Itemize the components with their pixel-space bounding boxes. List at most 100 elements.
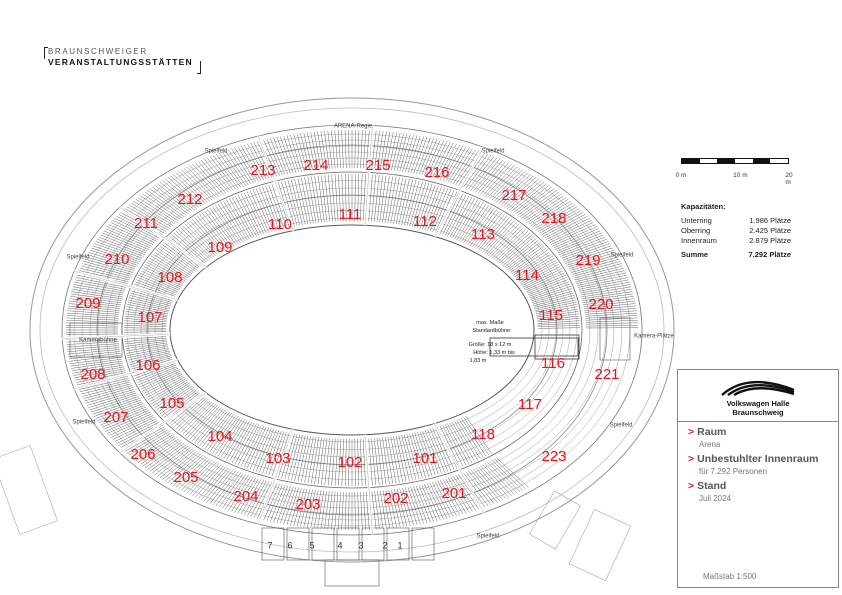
- chevron-right-icon: >: [688, 453, 695, 465]
- logo-bracket-right: [196, 61, 201, 74]
- seat-row-arc: [147, 202, 557, 458]
- info-head: Raum: [697, 426, 727, 438]
- chevron-right-icon: >: [688, 426, 695, 438]
- scale-ticks: 0 m 10 m 20 m: [676, 172, 793, 186]
- section-label-111: 111: [339, 206, 362, 223]
- section-label-203: 203: [295, 496, 320, 513]
- stage-note: Standardbühne:: [472, 328, 512, 334]
- section-label-102: 102: [337, 454, 362, 471]
- section-label-117: 117: [518, 396, 542, 413]
- section-label-221: 221: [594, 366, 619, 383]
- capacity-title: Kapazitäten:: [681, 202, 726, 211]
- seat-row-arc: [161, 217, 543, 443]
- aisle-edge: [74, 270, 178, 301]
- venue-logo-icon: [721, 380, 795, 396]
- section-label-217: 217: [501, 187, 526, 204]
- ring-outline: [39, 107, 665, 553]
- logo-bracket-left: [44, 47, 48, 59]
- section-label-213: 213: [250, 162, 275, 179]
- section-label-209: 209: [75, 295, 100, 312]
- capacity-label: Unterring: [681, 216, 712, 225]
- camera-platform: [599, 317, 631, 361]
- box-outline: [286, 527, 310, 561]
- entrance-outline: [324, 559, 380, 587]
- stage-note: 1,83 m: [470, 358, 487, 364]
- capacity-total-value: 7.292 Plätze: [748, 250, 791, 259]
- stage-note: Höhe: 1,33 m bis: [473, 350, 515, 356]
- scale-tick: 20 m: [785, 172, 793, 186]
- area-label: Spielfeld: [476, 534, 499, 540]
- section-label-216: 216: [424, 164, 449, 181]
- seat-row-arc: [105, 157, 599, 503]
- capacity-label: Innenraum: [681, 236, 717, 245]
- area-label: Spielfeld: [610, 253, 633, 259]
- box-label: 2: [382, 540, 387, 550]
- seat-row-arc: [81, 139, 623, 521]
- box-label: 3: [358, 540, 363, 550]
- info-box: Volkswagen Halle Braunschweig >Raum Aren…: [677, 369, 839, 588]
- capacity-row: Unterring 1.986 Plätze: [681, 216, 791, 226]
- area-label: Spielfeld: [72, 420, 95, 426]
- section-label-205: 205: [173, 469, 198, 486]
- brand-logo: BRAUNSCHWEIGER VERANSTALTUNGSSTÄTTEN: [44, 47, 201, 74]
- seat-row-arc: [140, 195, 564, 465]
- building-outline: [529, 490, 581, 550]
- capacity-table: Kapazitäten: Unterring 1.986 Plätze Ober…: [681, 202, 791, 260]
- seat-row-arc: [113, 163, 591, 497]
- section-label-212: 212: [177, 191, 202, 208]
- ring-outline: [169, 224, 535, 436]
- aisle-edge: [119, 392, 207, 453]
- building-outline: [0, 445, 58, 535]
- area-label: Kamerabühne: [79, 338, 117, 344]
- venue-name-line2: Braunschweig: [732, 408, 784, 417]
- box-label: 1: [397, 540, 402, 550]
- seat-row-arc: [154, 210, 550, 450]
- info-sub: Arena: [699, 440, 721, 449]
- seat-row-arc: [73, 133, 631, 527]
- section-label-204: 204: [233, 488, 258, 505]
- box-label: 5: [309, 540, 314, 550]
- seat-row-arc: [97, 151, 607, 509]
- section-label-214: 214: [303, 157, 328, 174]
- section-label-104: 104: [207, 428, 232, 445]
- capacity-value: 2.425 Plätze: [749, 226, 791, 235]
- camera-platform: [69, 322, 123, 358]
- section-label-112: 112: [413, 213, 437, 230]
- aisle-edge: [364, 434, 373, 535]
- venue-header: Volkswagen Halle Braunschweig: [678, 370, 838, 422]
- building-outline: [568, 509, 632, 581]
- section-label-106: 106: [135, 357, 160, 374]
- section-label-108: 108: [157, 269, 182, 286]
- section-label-219: 219: [575, 252, 600, 269]
- section-label-206: 206: [130, 446, 155, 463]
- info-item-setup: >Unbestuhlter Innenraum für 7.292 Person…: [688, 453, 838, 476]
- stage-note: Größe: 18 x 12 m: [469, 342, 512, 348]
- ring-outline: [29, 97, 675, 563]
- section-label-220: 220: [588, 296, 613, 313]
- section-label-207: 207: [103, 409, 128, 426]
- section-label-215: 215: [365, 157, 390, 174]
- section-label-105: 105: [159, 395, 184, 412]
- box-outline: [386, 527, 410, 561]
- section-label-223: 223: [541, 448, 566, 465]
- scale-bar: 0 m 10 m 20 m: [676, 158, 793, 186]
- section-label-210: 210: [104, 251, 129, 268]
- capacity-value: 1.986 Plätze: [749, 216, 791, 225]
- capacity-label: Oberring: [681, 226, 711, 235]
- info-sub: Juli 2024: [699, 494, 732, 503]
- capacity-row: Innenraum 2.879 Plätze: [681, 236, 791, 246]
- scale-tick: 0 m: [675, 172, 687, 179]
- stage-outline: [534, 334, 580, 360]
- info-item-date: >Stand Juli 2024: [688, 480, 838, 503]
- logo-line2: VERANSTALTUNGSSTÄTTEN: [48, 57, 193, 67]
- aisle-edge: [74, 359, 178, 390]
- box-label: 4: [337, 540, 342, 550]
- section-label-116: 116: [541, 355, 565, 372]
- area-label: Spielfeld: [609, 423, 632, 429]
- section-label-114: 114: [515, 267, 539, 284]
- section-label-110: 110: [268, 216, 292, 233]
- scale-bar-graphic: [681, 158, 789, 164]
